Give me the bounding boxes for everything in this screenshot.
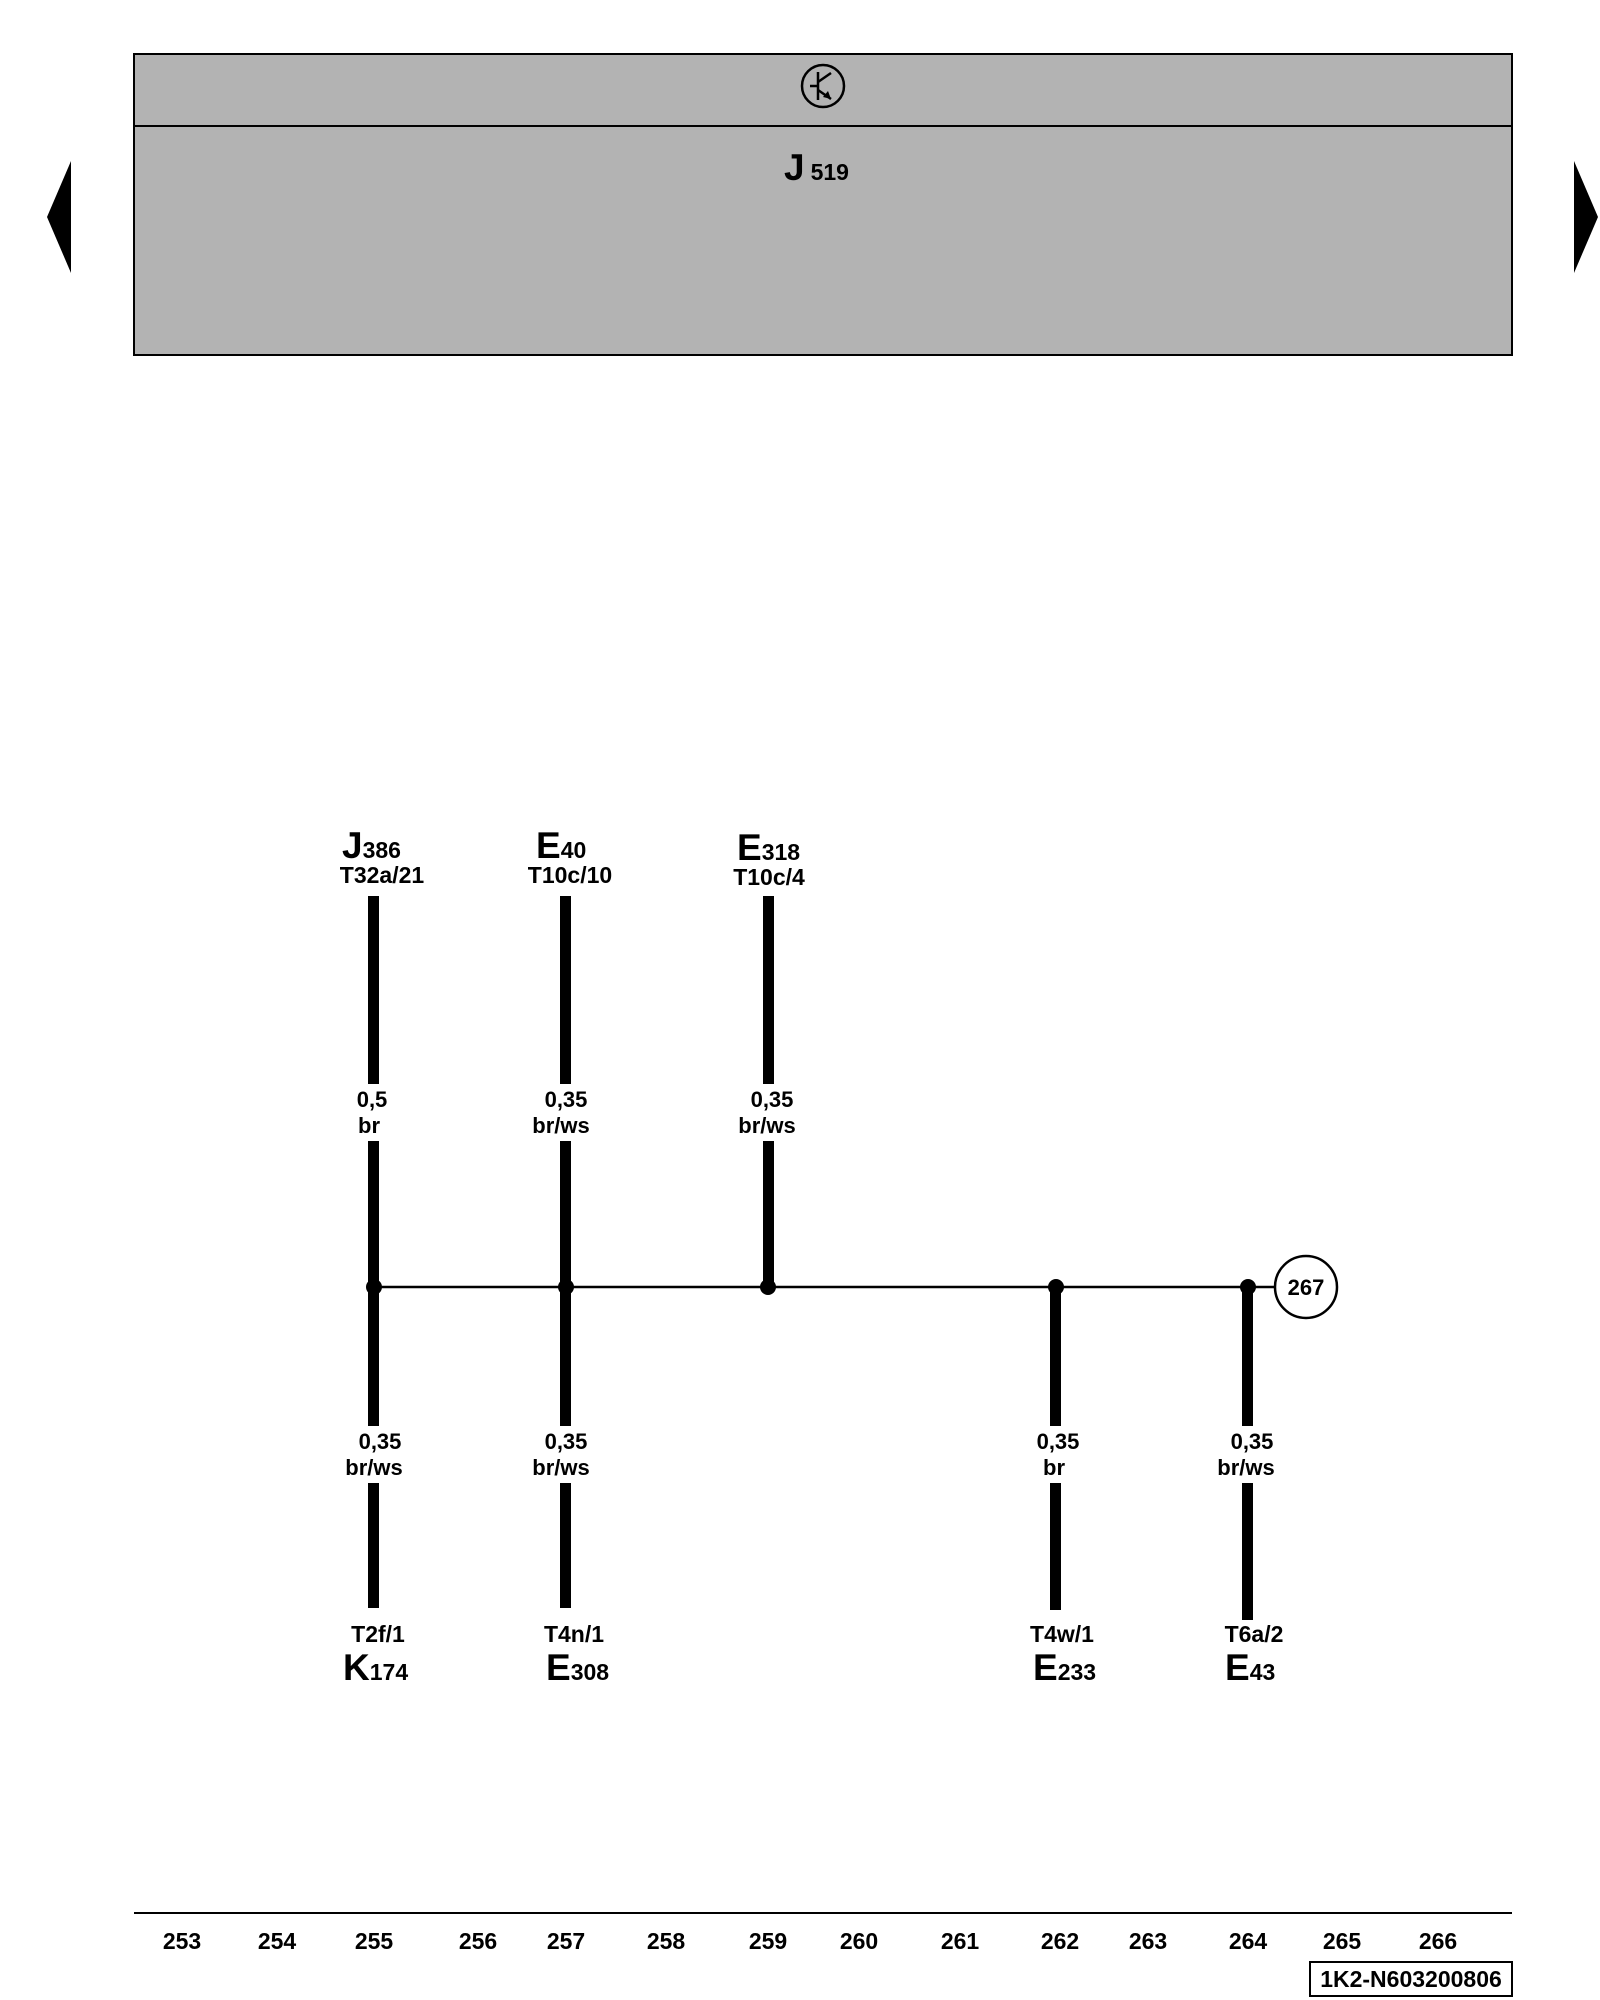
wire-size-label: 0,35: [1037, 1429, 1080, 1454]
wire-segment: [368, 896, 379, 1084]
next-page-arrow-icon[interactable]: [1574, 161, 1598, 273]
wire-segment: [368, 1483, 379, 1608]
wire-segment: [1242, 1287, 1253, 1426]
wire-size-label: 0,35: [359, 1429, 402, 1454]
column-number: 264: [1229, 1928, 1268, 1954]
column-number: 265: [1323, 1928, 1362, 1954]
column-numbers: 253 254 255 256 257 258 259 260 261 262 …: [163, 1928, 1457, 1954]
wire-size-label: 0,35: [545, 1429, 588, 1454]
top-pin-label: T10c/4: [733, 864, 805, 890]
continuation-ref-circle[interactable]: [1273, 1254, 1339, 1320]
column-number: 261: [941, 1928, 980, 1954]
wire-segment: [368, 1287, 379, 1426]
wire-color-label: br/ws: [345, 1455, 402, 1480]
document-code-box: [1309, 1961, 1513, 1997]
wire-e233: 0,35 br T4w/1 E233: [1030, 1279, 1096, 1688]
top-pin-label: T10c/10: [528, 862, 612, 888]
bottom-component-label: E233: [1033, 1647, 1096, 1688]
top-component-label: J386: [342, 825, 401, 866]
bottom-component-label: K174: [343, 1647, 408, 1688]
top-component-label: E40: [536, 825, 586, 866]
column-number: 258: [647, 1928, 686, 1954]
wire-j386-k174: J386 T32a/21 0,5 br 0,35 br/ws T2f/1 K17…: [340, 825, 425, 1688]
wire-e43: 0,35 br/ws T6a/2 E43: [1217, 1279, 1283, 1688]
bottom-component-label: E308: [546, 1647, 609, 1688]
header-panel: [133, 53, 1513, 356]
column-number: 263: [1129, 1928, 1167, 1954]
column-number: 254: [258, 1928, 297, 1954]
wire-size-label: 0,35: [1231, 1429, 1274, 1454]
wire-color-label: br/ws: [532, 1455, 589, 1480]
top-pin-label: T32a/21: [340, 862, 425, 888]
column-number: 262: [1041, 1928, 1079, 1954]
column-number: 256: [459, 1928, 497, 1954]
document-code: 1K2-N603200806: [1320, 1966, 1502, 1992]
column-number: 260: [840, 1928, 878, 1954]
column-number: 266: [1419, 1928, 1457, 1954]
wire-color-label: br/ws: [1217, 1455, 1274, 1480]
wire-color-label: br: [358, 1113, 380, 1138]
wire-segment: [1050, 1287, 1061, 1426]
transistor-symbol-icon: [800, 63, 846, 109]
wire-segment: [560, 1141, 571, 1287]
continuation-ref-number: 267: [1288, 1275, 1325, 1300]
column-number: 255: [355, 1928, 394, 1954]
wire-segment: [763, 896, 774, 1084]
column-number: 259: [749, 1928, 787, 1954]
wire-segment: [560, 1287, 571, 1426]
wire-segment: [763, 1141, 774, 1287]
wire-color-label: br: [1043, 1455, 1065, 1480]
bottom-pin-label: T6a/2: [1225, 1621, 1284, 1647]
wire-size-label: 0,5: [357, 1087, 388, 1112]
junction-dot: [760, 1279, 776, 1295]
wire-segment: [1050, 1483, 1061, 1610]
wire-size-label: 0,35: [751, 1087, 794, 1112]
wire-e40-e308: E40 T10c/10 0,35 br/ws 0,35 br/ws T4n/1 …: [528, 825, 612, 1688]
bottom-pin-label: T2f/1: [351, 1621, 405, 1647]
wire-segment: [368, 1141, 379, 1287]
wire-e318: E318 T10c/4 0,35 br/ws: [733, 827, 805, 1295]
column-number: 253: [163, 1928, 201, 1954]
bottom-component-label: E43: [1225, 1647, 1275, 1688]
wire-segment: [560, 896, 571, 1084]
wire-segment: [1242, 1483, 1253, 1620]
prev-page-arrow-icon[interactable]: [47, 161, 71, 273]
wire-color-label: br/ws: [532, 1113, 589, 1138]
top-component-label: E318: [737, 827, 800, 868]
wire-size-label: 0,35: [545, 1087, 588, 1112]
bottom-pin-label: T4w/1: [1030, 1621, 1094, 1647]
wire-segment: [560, 1483, 571, 1608]
wire-color-label: br/ws: [738, 1113, 795, 1138]
bottom-pin-label: T4n/1: [544, 1621, 604, 1647]
column-number: 257: [547, 1928, 585, 1954]
